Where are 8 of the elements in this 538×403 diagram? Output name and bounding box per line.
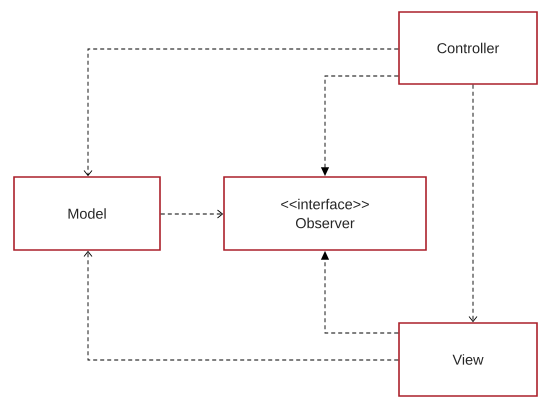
class-box: Model bbox=[13, 176, 161, 251]
dependency-arrow bbox=[84, 48, 399, 176]
class-box: View bbox=[398, 322, 538, 397]
dependency-arrow bbox=[468, 84, 478, 322]
class-box: <<interface>> Observer bbox=[223, 176, 427, 251]
class-box: Controller bbox=[398, 11, 538, 85]
dependency-arrow bbox=[160, 210, 224, 218]
dependency-arrow bbox=[84, 250, 399, 360]
